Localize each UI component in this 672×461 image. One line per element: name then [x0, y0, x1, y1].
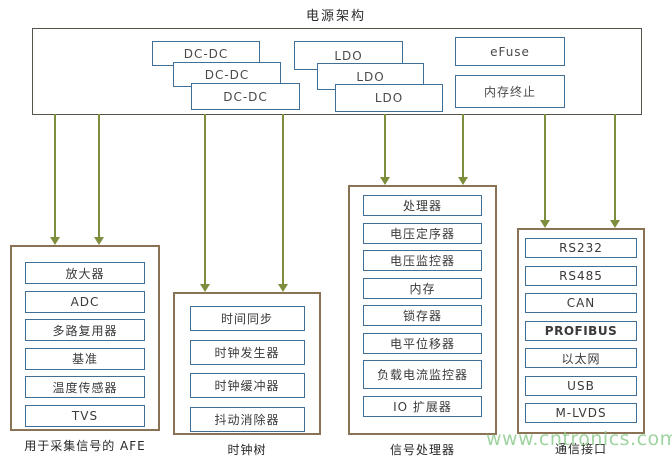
afe-item: 放大器 [25, 262, 145, 284]
afe-item: TVS [25, 404, 145, 427]
ldo-box-3: LDO [335, 84, 443, 112]
arrow-down-icon [540, 114, 550, 228]
comm-interface-label: 通信接口 [554, 442, 607, 456]
comm-item: PROFIBUS [525, 320, 637, 341]
clock-item: 时钟发生器 [189, 339, 305, 365]
signal-item: 负载电流监控器 [363, 360, 482, 389]
comm-item: M-LVDS [525, 403, 637, 423]
signal-item: 处理器 [363, 195, 482, 216]
efuse-box: eFuse [455, 37, 565, 66]
section-comm-interface: RS232 RS485 CAN PROFIBUS 以太网 USB M-LVDS … [517, 228, 645, 457]
signal-processor-box: 处理器 电压定序器 电压监控器 内存 锁存器 电平位移器 负载电流监控器 IO … [348, 185, 497, 435]
clock-item: 时间同步 [189, 306, 305, 331]
arrow-down-icon [380, 114, 390, 185]
clock-item: 抖动消除器 [189, 406, 305, 432]
memory-termination-box: 内存终止 [455, 75, 565, 108]
signal-item: 电压监控器 [363, 250, 482, 271]
dcdc-box-2: DC-DC [173, 62, 281, 87]
afe-item: ADC [25, 290, 145, 313]
section-clock-tree: 时间同步 时钟发生器 时钟缓冲器 抖动消除器 时钟树 [173, 292, 321, 458]
signal-item: 内存 [363, 277, 482, 299]
clock-item: 时钟缓冲器 [189, 373, 305, 398]
section-signal-processor: 处理器 电压定序器 电压监控器 内存 锁存器 电平位移器 负载电流监控器 IO … [348, 185, 497, 458]
arrow-down-icon [610, 114, 620, 228]
clock-tree-label: 时钟树 [227, 443, 267, 457]
arrow-down-icon [278, 114, 288, 292]
watermark-text: www.cntronics.com [486, 428, 672, 450]
signal-processor-label: 信号处理器 [389, 443, 455, 457]
afe-item: 基准 [25, 347, 145, 370]
afe-item: 多路复用器 [25, 319, 145, 341]
comm-item: CAN [525, 293, 637, 313]
afe-label: 用于采集信号的 AFE [24, 439, 146, 453]
dcdc-box-3: DC-DC [191, 83, 300, 110]
arrow-down-icon [200, 114, 210, 292]
arrow-down-icon [50, 114, 60, 245]
signal-item: 电平位移器 [363, 332, 482, 354]
afe-item: 温度传感器 [25, 376, 145, 398]
clock-tree-box: 时间同步 时钟发生器 时钟缓冲器 抖动消除器 [173, 292, 321, 435]
arrow-down-icon [458, 114, 468, 185]
arrow-down-icon [94, 114, 104, 245]
signal-item: IO 扩展器 [363, 395, 482, 417]
comm-item: USB [525, 375, 637, 396]
signal-item: 锁存器 [363, 305, 482, 326]
comm-item: 以太网 [525, 348, 637, 368]
section-afe: 放大器 ADC 多路复用器 基准 温度传感器 TVS 用于采集信号的 AFE [10, 245, 160, 454]
comm-interface-box: RS232 RS485 CAN PROFIBUS 以太网 USB M-LVDS [517, 228, 645, 434]
comm-item: RS485 [525, 265, 637, 286]
afe-box: 放大器 ADC 多路复用器 基准 温度传感器 TVS [10, 245, 160, 431]
signal-item: 电压定序器 [363, 222, 482, 244]
diagram-title: 电源架构 [305, 9, 366, 24]
comm-item: RS232 [525, 238, 637, 258]
dcdc-box-1: DC-DC [152, 41, 260, 66]
